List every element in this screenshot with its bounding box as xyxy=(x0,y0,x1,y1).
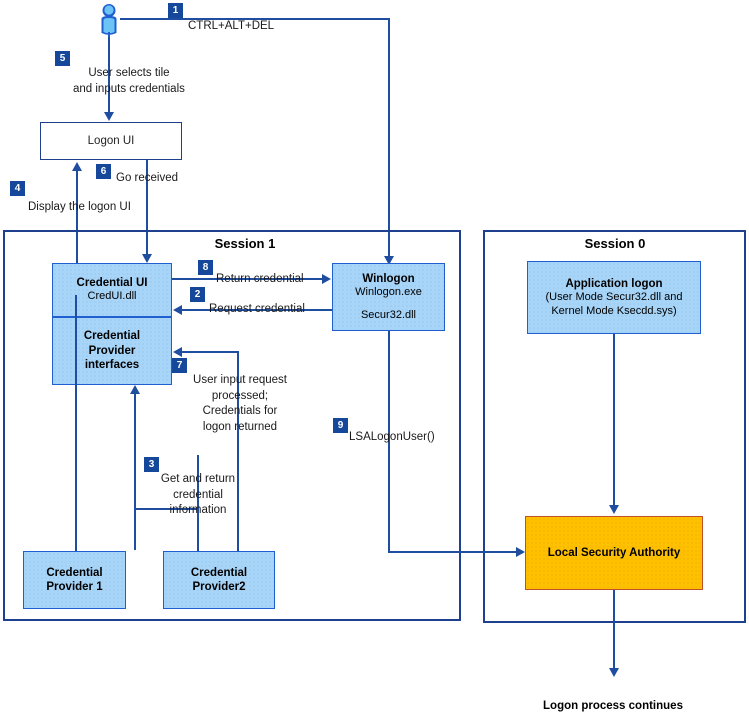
line-step7-vertical xyxy=(237,351,239,559)
line-go-received xyxy=(146,160,148,260)
line-display-logon-ui xyxy=(76,170,78,295)
arrowhead-into-logonui xyxy=(104,112,114,121)
cp1-line-2: Provider 1 xyxy=(46,581,103,593)
cpi-line-1: Credential xyxy=(83,330,141,343)
step-badge-6: 6 xyxy=(96,164,111,179)
step-badge-1: 1 xyxy=(168,3,183,18)
step-label-4: Display the logon UI xyxy=(28,201,131,213)
step-badge-5: 5 xyxy=(55,51,70,66)
node-winlogon-sub2: Secur32.dll xyxy=(360,308,417,321)
node-winlogon-sub: Winlogon.exe xyxy=(355,285,422,298)
node-winlogon[interactable]: Winlogon Winlogon.exe Secur32.dll xyxy=(332,263,445,331)
arrowhead-into-lsa xyxy=(516,547,525,557)
session-0-title: Session 0 xyxy=(584,236,646,251)
cpi-line-3: interfaces xyxy=(84,359,140,372)
step-badge-4: 4 xyxy=(10,181,25,196)
lsa-title: Local Security Authority xyxy=(547,547,681,559)
node-credential-ui-sub: CredUI.dll xyxy=(87,290,137,303)
step-label-6: Go received xyxy=(116,172,179,184)
step-label-8: Return credential xyxy=(216,273,304,285)
arrowhead-request-credential xyxy=(173,305,182,315)
line-lsa-to-footer xyxy=(613,590,615,675)
step-label-2: Request credential xyxy=(209,303,305,315)
cp2-line-2: Provider2 xyxy=(192,581,246,593)
step-badge-3: 3 xyxy=(144,457,159,472)
node-credential-provider-1[interactable]: Credential Provider 1 xyxy=(23,551,126,609)
node-application-logon[interactable]: Application logon (User Mode Secur32.dll… xyxy=(527,261,701,334)
step-label-9: LSALogonUser() xyxy=(349,431,435,443)
cpi-line-2: Provider xyxy=(88,344,136,357)
step-badge-7: 7 xyxy=(172,358,187,373)
node-credential-provider-interfaces[interactable]: Credential Provider interfaces xyxy=(52,317,172,385)
app-logon-sub1: (User Mode Secur32.dll and xyxy=(545,290,683,303)
step-label-1: CTRL+ALT+DEL xyxy=(188,20,275,32)
step-badge-8: 8 xyxy=(198,260,213,275)
arrowhead-into-logonui-bottom xyxy=(72,162,82,171)
line-request-credential xyxy=(182,309,332,311)
node-local-security-authority[interactable]: Local Security Authority xyxy=(525,516,703,590)
arrowhead-applogon-to-lsa xyxy=(609,505,619,514)
step-label-7: User input request processed; Credential… xyxy=(193,374,287,433)
footer-label: Logon process continues xyxy=(543,700,683,712)
arrowhead-into-credui xyxy=(142,254,152,263)
line-step3-up-segment xyxy=(134,508,136,550)
node-credential-ui[interactable]: Credential UI CredUI.dll xyxy=(52,263,172,317)
session-1-title: Session 1 xyxy=(214,236,276,251)
arrowhead-footer xyxy=(609,668,619,677)
line-step3-horizontal xyxy=(134,508,198,510)
cp1-line-1: Credential xyxy=(46,566,103,579)
arrowhead-step3-into-cpi xyxy=(130,385,140,394)
line-user-to-winlogon-h xyxy=(120,18,290,20)
line-step3-down-to-cp2 xyxy=(197,455,199,559)
user-person-icon xyxy=(96,3,122,44)
step-label-5: User selects tile and inputs credentials xyxy=(73,67,185,95)
cp2-line-1: Credential xyxy=(190,566,248,579)
line-credui-to-cp1 xyxy=(75,295,77,551)
node-logon-ui[interactable]: Logon UI xyxy=(40,122,182,160)
line-return-credential xyxy=(172,278,324,280)
line-applogon-to-lsa xyxy=(613,334,615,512)
line-lsalogonuser-down xyxy=(388,331,390,553)
app-logon-title: Application logon xyxy=(565,277,663,290)
node-credential-provider-2[interactable]: Credential Provider2 xyxy=(163,551,275,609)
arrowhead-into-winlogon xyxy=(384,256,394,265)
line-lsalogonuser-right xyxy=(388,551,518,553)
arrowhead-step7-into-cpi xyxy=(173,347,182,357)
line-step7-horizontal xyxy=(182,351,239,353)
arrowhead-return-credential xyxy=(322,274,331,284)
line-step3-up-long xyxy=(134,392,136,510)
line-ctrlaltdel-down xyxy=(388,18,390,263)
line-user-to-logonui xyxy=(108,37,110,119)
node-winlogon-title: Winlogon xyxy=(362,272,415,285)
step-badge-2: 2 xyxy=(190,287,205,302)
node-logon-ui-title: Logon UI xyxy=(87,135,135,147)
app-logon-sub2: Kernel Mode Ksecdd.sys) xyxy=(551,304,677,317)
step-badge-9: 9 xyxy=(333,418,348,433)
step-label-3: Get and return credential information xyxy=(160,473,236,517)
line-ctrlaltdel-right xyxy=(283,18,390,20)
node-credential-ui-title: Credential UI xyxy=(76,276,148,289)
container-session-1 xyxy=(3,230,461,621)
